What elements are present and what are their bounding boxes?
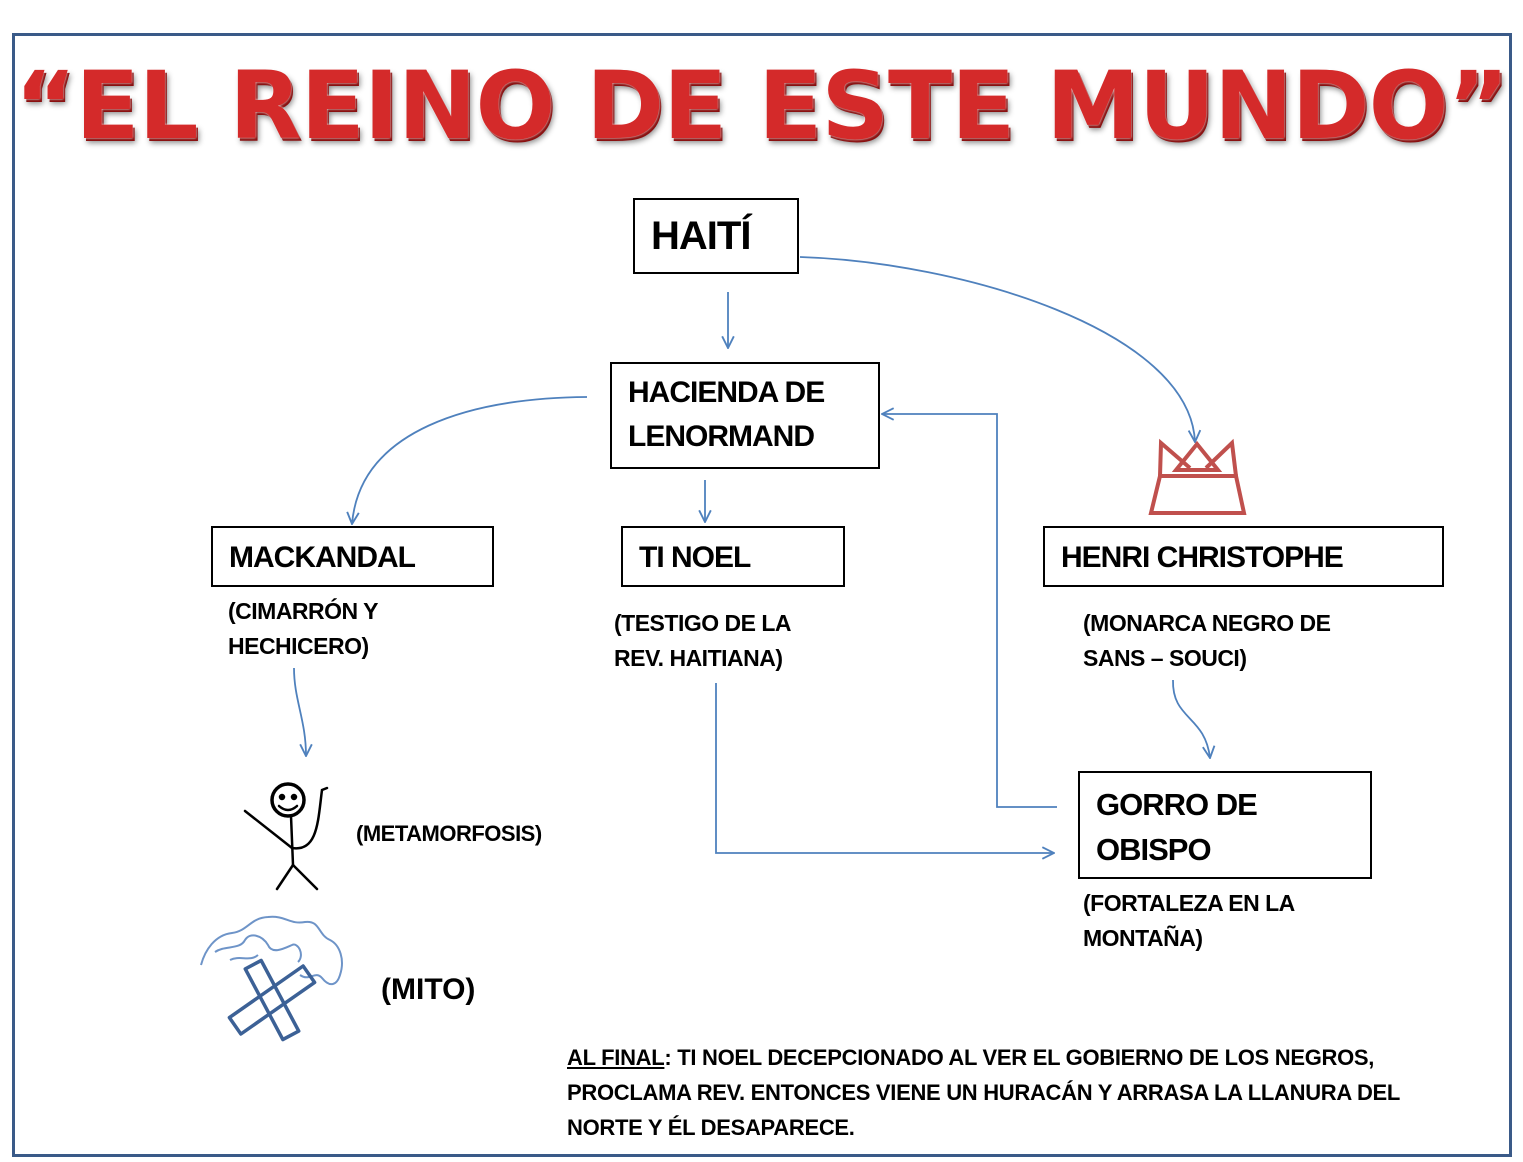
arrow-haiti-to-henri: [799, 256, 1195, 442]
node-hacienda-line2: LENORMAND: [628, 420, 815, 453]
arrow-gorro-to-hacienda: [882, 414, 1057, 808]
note-mackandal: (CIMARRÓN Y HECHICERO): [228, 598, 378, 659]
node-haiti-label: HAITÍ: [651, 214, 751, 258]
slide-frame: [12, 33, 1512, 1157]
node-gorro-de-obispo: GORRO DE OBISPO: [1078, 771, 1372, 879]
cross-icon: [227, 958, 317, 1042]
final-line-1: AL FINAL: TI NOEL DECEPCIONADO AL VER EL…: [567, 1045, 1375, 1070]
node-hacienda: HACIENDA DE LENORMAND: [610, 362, 880, 469]
node-haiti: HAITÍ: [633, 198, 799, 274]
final-summary: AL FINAL: TI NOEL DECEPCIONADO AL VER EL…: [567, 1040, 1400, 1145]
node-hacienda-line1: HACIENDA DE: [628, 376, 825, 409]
scroll-cross-icon: [200, 915, 343, 986]
node-mackandal-label: MACKANDAL: [229, 541, 416, 574]
node-henri-label: HENRI CHRISTOPHE: [1061, 541, 1344, 574]
arrow-henri-to-gorro: [1172, 679, 1210, 758]
crown-icon: [1148, 438, 1247, 515]
node-ti-noel: TI NOEL: [621, 526, 845, 587]
arrow-tinoel-to-gorro: [715, 683, 1054, 853]
label-mito: (MITO): [381, 973, 476, 1006]
page-title: “EL REINO DE ESTE MUNDO”: [14, 52, 1510, 161]
label-metamorfosis: (METAMORFOSIS): [356, 821, 542, 846]
stick-figure-icon: [243, 782, 329, 891]
arrow-hacienda-to-mackandal: [352, 396, 588, 524]
node-gorro-line2: OBISPO: [1096, 832, 1212, 867]
node-ti-noel-label: TI NOEL: [639, 541, 751, 574]
node-mackandal: MACKANDAL: [211, 526, 494, 587]
final-line-3: NORTE Y ÉL DESAPARECE.: [567, 1115, 855, 1140]
note-gorro-de-obispo: (FORTALEZA EN LA MONTAÑA): [1083, 890, 1295, 951]
note-henri-christophe: (MONARCA NEGRO DE SANS – SOUCI): [1083, 610, 1331, 671]
note-ti-noel: (TESTIGO DE LA REV. HAITIANA): [614, 610, 792, 671]
node-gorro-line1: GORRO DE: [1096, 787, 1258, 822]
node-henri-christophe: HENRI CHRISTOPHE: [1043, 526, 1444, 587]
final-heading: AL FINAL: [567, 1045, 665, 1070]
arrow-mackandal-to-metamorphosis: [293, 667, 306, 756]
final-line-2: PROCLAMA REV. ENTONCES VIENE UN HURACÁN …: [567, 1080, 1401, 1105]
